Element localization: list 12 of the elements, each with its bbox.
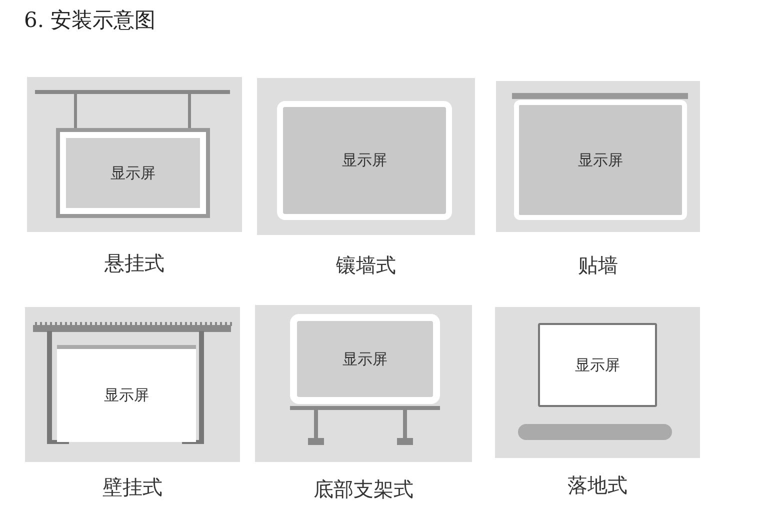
display-screen: 显示屏	[277, 101, 452, 220]
display-screen: 显示屏	[57, 349, 196, 442]
display-screen: 显示屏	[538, 323, 657, 407]
display-screen: 显示屏	[514, 100, 687, 220]
title: 6. 安装示意图	[24, 7, 156, 34]
caption-label: 落地式	[568, 472, 628, 499]
caption-label: 底部支架式	[314, 476, 414, 503]
caption-label: 贴墙	[578, 252, 618, 279]
display-screen: 显示屏	[290, 314, 440, 404]
caption-label: 壁挂式	[102, 474, 162, 501]
caption-label: 悬挂式	[104, 250, 164, 277]
caption-label: 镶墙式	[336, 252, 396, 279]
